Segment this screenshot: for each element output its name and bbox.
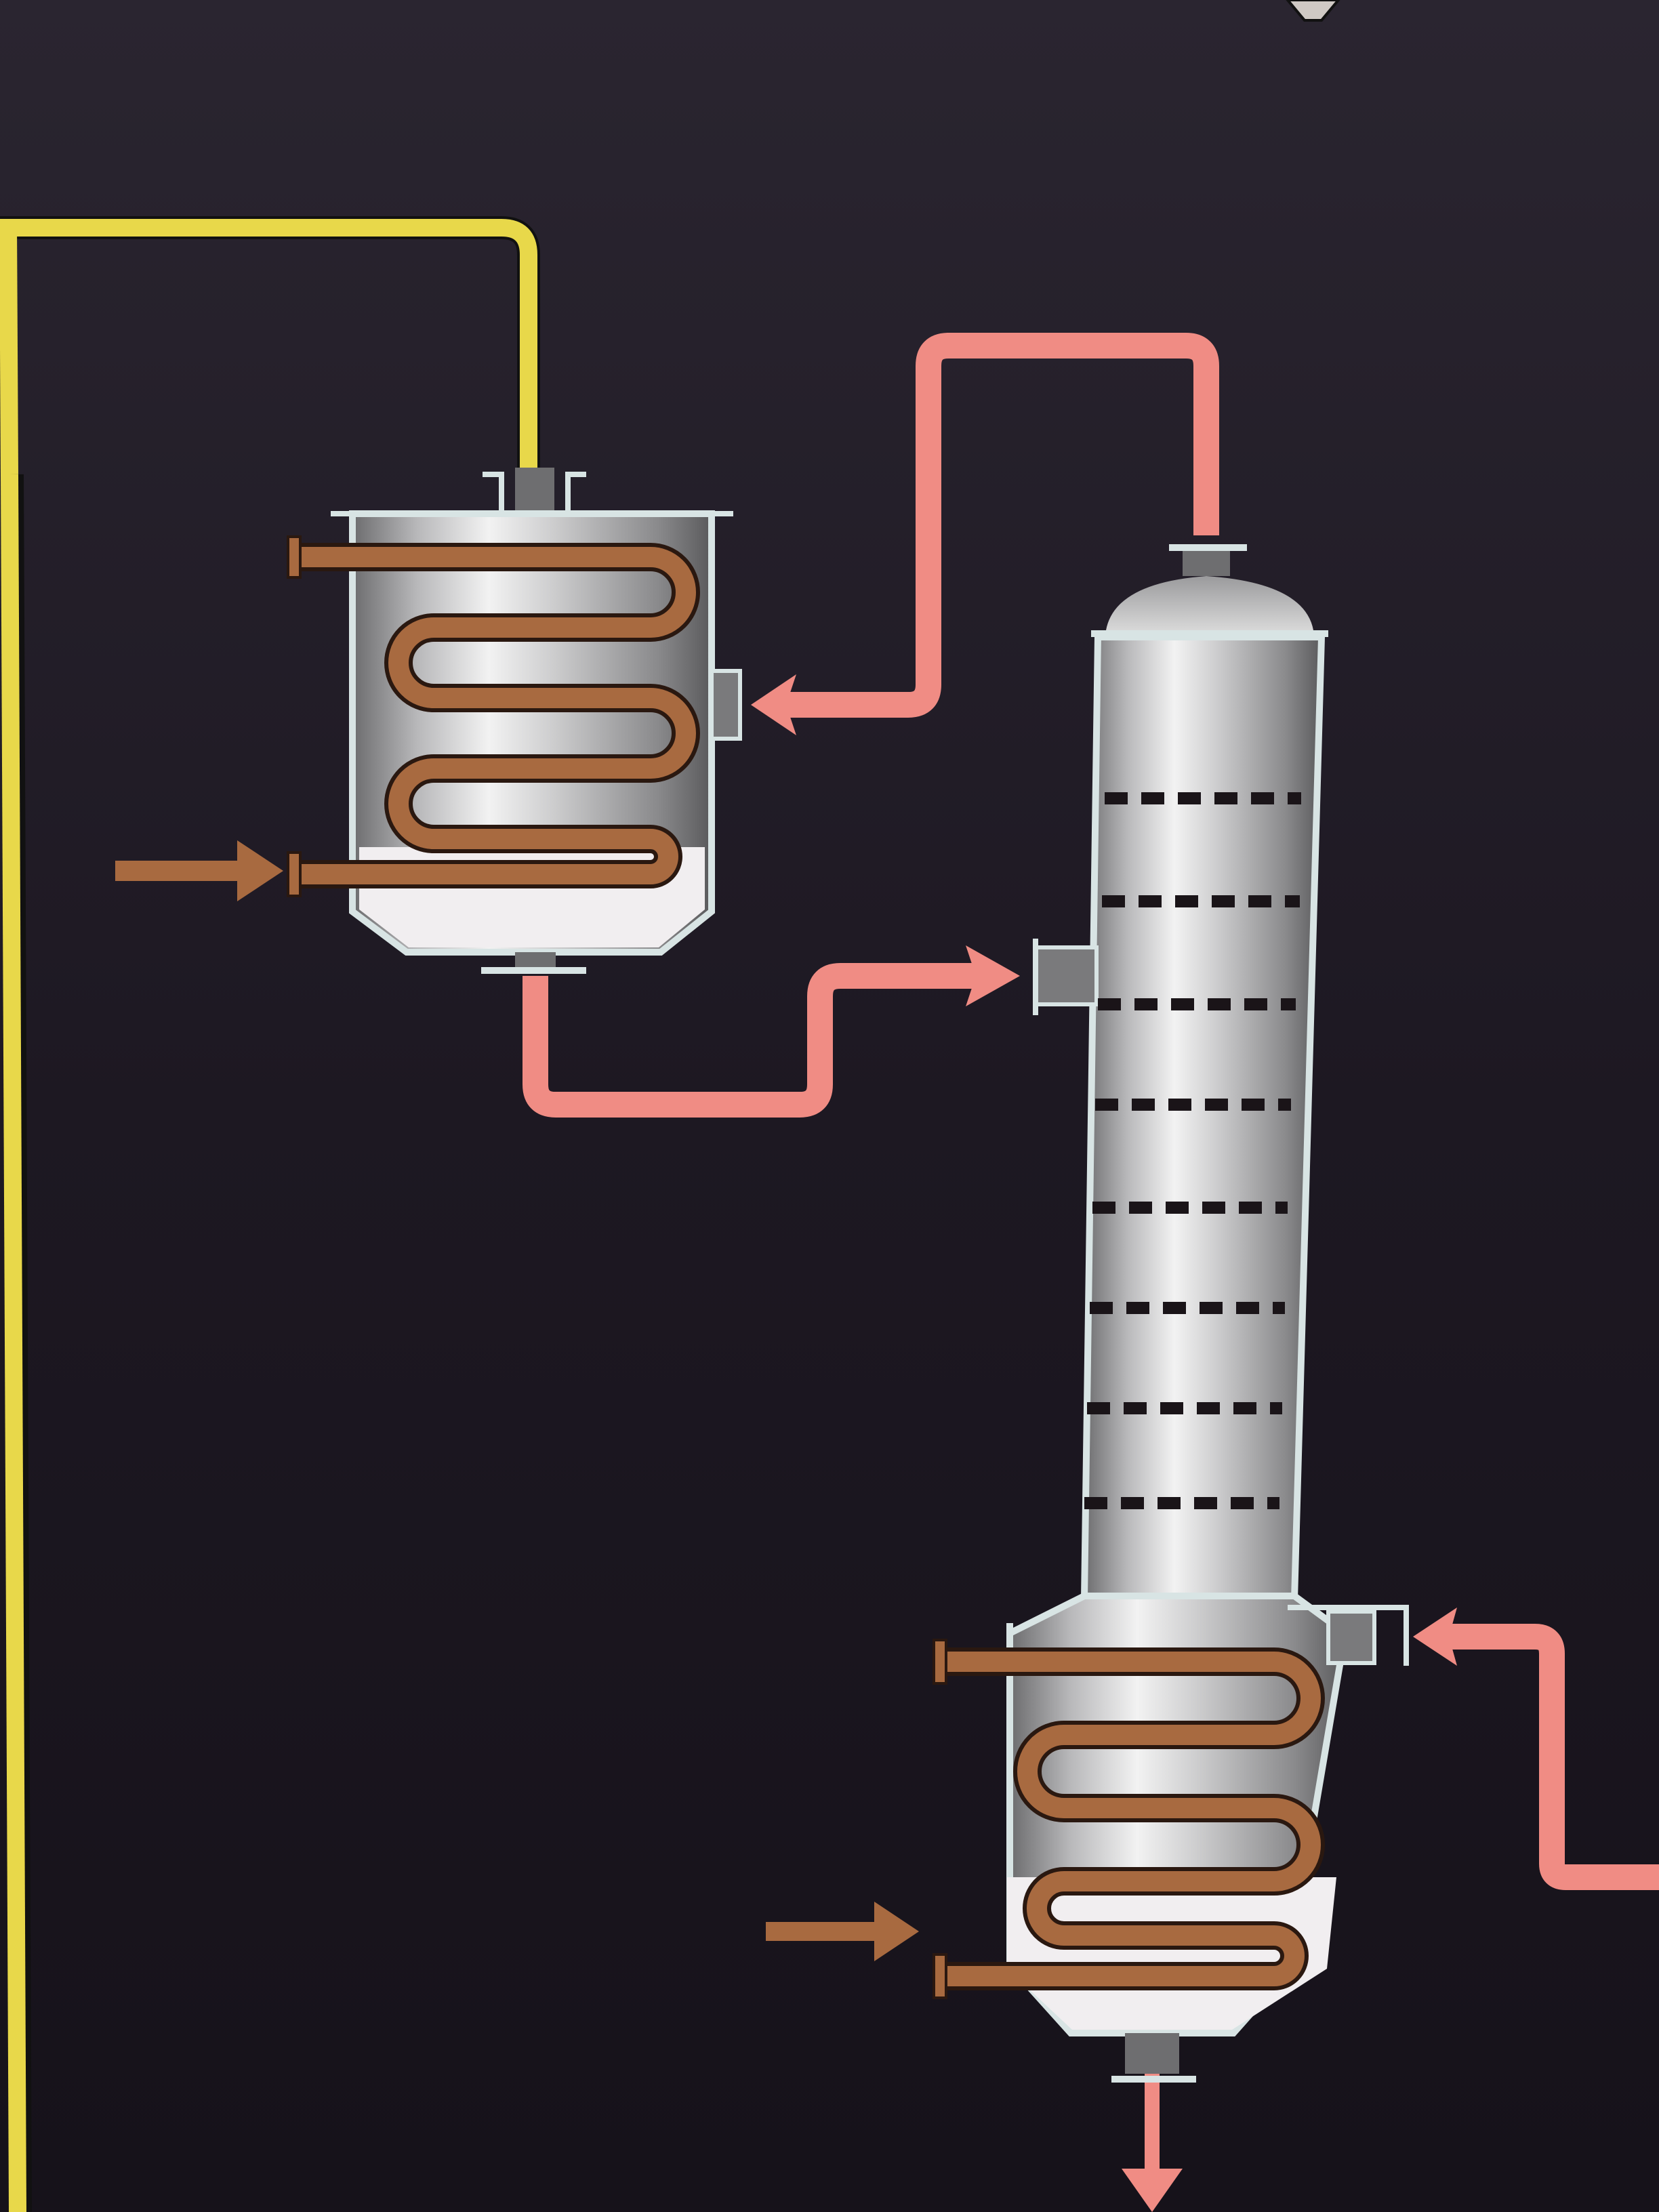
condenser-coil <box>287 535 700 897</box>
arrow-reboiler-coil-inlet <box>766 1902 919 1961</box>
yellow-pipe-vertical <box>1 474 26 2212</box>
arrow-condenser-vapor-inlet <box>751 674 796 735</box>
arrow-reboiler-side-inlet <box>1413 1607 1457 1666</box>
column-trays <box>1084 792 1301 1509</box>
reboiler-coil <box>933 1639 1325 1999</box>
yellow-pipe-fill <box>0 219 537 474</box>
arrow-reboiler-bottom-outlet <box>1122 2169 1183 2212</box>
salmon-pipes <box>523 333 1659 2186</box>
distillation-column <box>1033 544 1328 1603</box>
arrow-column-feed-inlet <box>966 945 1020 1006</box>
yellow-pipe-vertical-top <box>0 223 18 475</box>
corner-mark <box>1286 0 1340 22</box>
arrow-condenser-coil-inlet <box>115 840 283 901</box>
